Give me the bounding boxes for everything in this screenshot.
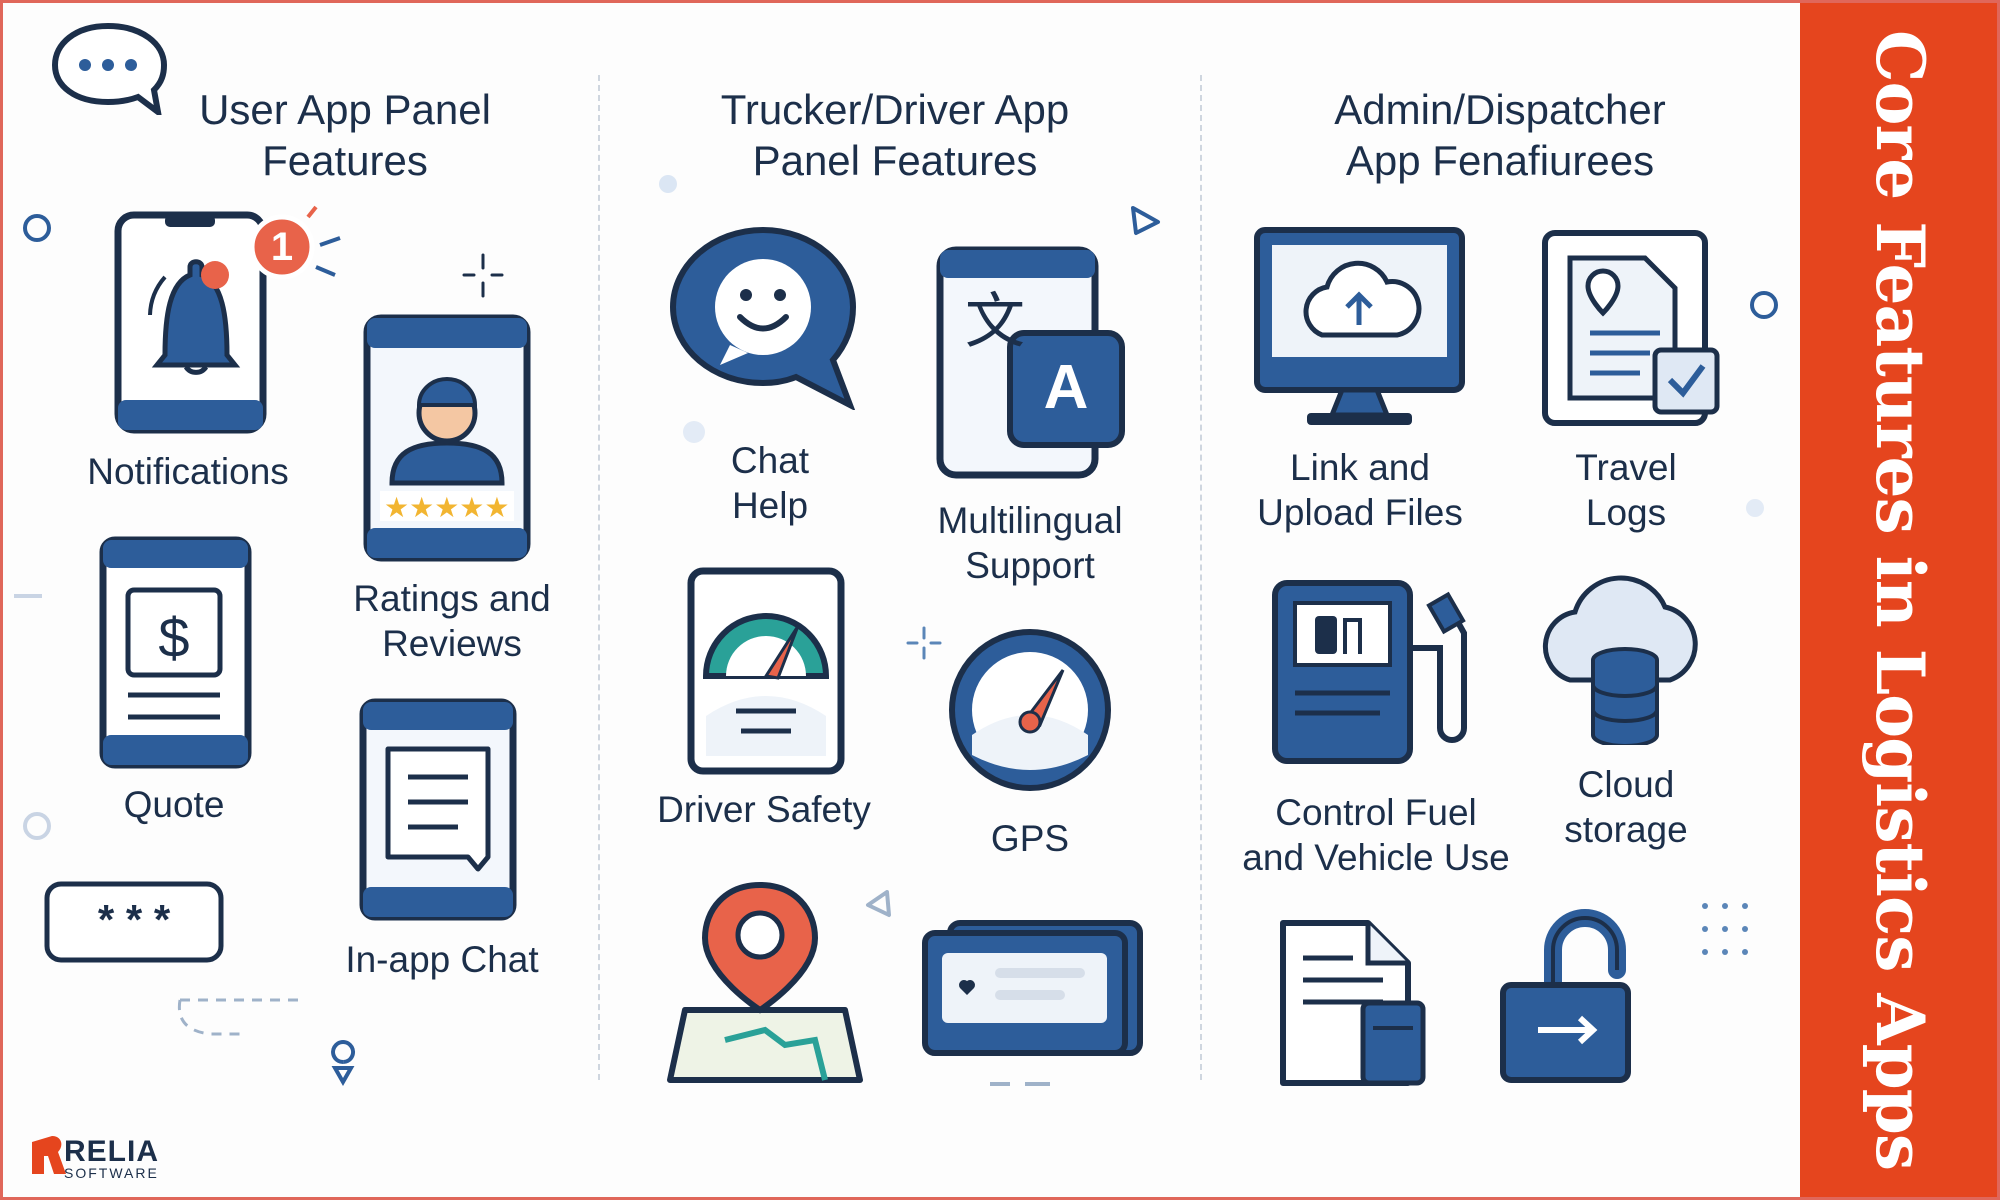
title-line: Admin/Dispatcher [1334,86,1666,133]
bell-phone-icon [114,205,341,434]
translate-phone-icon [936,246,1125,479]
feature-travel-logs: Travel Logs [1575,445,1676,535]
label-line: and Vehicle Use [1242,837,1510,878]
title-line: App Fenafiurees [1345,137,1655,184]
fuel-pump-icon [1272,580,1467,764]
label-line: Chat [730,440,810,481]
label-line: Link and [1290,447,1430,488]
column-divider [1200,75,1202,1080]
speedometer-phone-icon [687,567,845,775]
feature-notifications: Notifications [87,451,289,492]
label-line: Travel [1575,447,1677,488]
label-line: Upload Files [1257,492,1463,533]
feature-quote: Quote [123,784,225,825]
quote-symbol: $ [158,606,190,669]
feature-chat-help: Chat Help [731,438,809,528]
password-field-icon [44,881,224,963]
label-line: Support [965,545,1095,586]
smile-chat-icon [669,226,857,410]
feature-multilingual: Multilingual Support [937,498,1122,588]
title-line: Features [262,137,428,184]
brand-name: RELIA [64,1135,159,1168]
cloud-monitor-icon [1254,227,1465,425]
id-card-icon [922,920,1143,1056]
column-divider [598,75,600,1080]
chat-phone-icon [359,698,517,921]
label-line: Multilingual [937,500,1123,541]
label-line: storage [1564,809,1688,850]
rated-profile-icon: ★★★★★ [363,314,531,562]
map-pin-icon [667,881,863,1083]
brand-logo-icon [32,1136,66,1174]
feature-link-upload: Link and Upload Files [1257,445,1463,535]
unlock-icon [1500,909,1631,1083]
notification-badge: 1 [270,225,294,269]
column-title-admin: Admin/Dispatcher App Fenafiurees [1290,84,1710,186]
password-mask: * * * [97,896,171,943]
quote-phone-icon [99,536,252,769]
label-line: Cloud [1577,764,1675,805]
brand-sub: SOFTWARE [64,1165,159,1181]
title-line: Trucker/Driver App [720,86,1070,133]
gauge-icon [949,629,1111,791]
title-line: Panel Features [752,137,1038,184]
translate-glyph-source: 文 [965,288,1025,355]
feature-control-fuel: Control Fuel and Vehicle Use [1242,790,1509,880]
label-line: Ratings and [353,578,551,619]
label-line: Logs [1585,492,1667,533]
feature-gps: GPS [990,818,1070,859]
decoration-shapes [14,175,1778,1087]
column-title-user: User App Panel Features [170,84,520,186]
svg-text:★★★★★: ★★★★★ [384,492,510,523]
label-line: Control Fuel [1275,792,1477,833]
feature-in-app-chat: In-app Chat [345,939,539,980]
label-line: Reviews [382,623,522,664]
feature-cloud-storage: Cloud storage [1564,762,1687,852]
title-line: User App Panel [199,86,491,133]
column-title-driver: Trucker/Driver App Panel Features [685,84,1105,186]
feature-ratings: Ratings and Reviews [353,576,550,666]
document-check-icon [1542,230,1720,426]
feature-driver-safety: Driver Safety [657,789,871,830]
side-title: Core Features in Logistics Apps [1861,29,1939,1171]
document-icon [1280,920,1426,1086]
translate-glyph-target: A [1043,353,1089,422]
cloud-database-icon [1542,575,1698,745]
chat-bubble-icon [51,22,168,115]
label-line: Help [731,485,809,526]
side-banner [1800,0,2000,1200]
